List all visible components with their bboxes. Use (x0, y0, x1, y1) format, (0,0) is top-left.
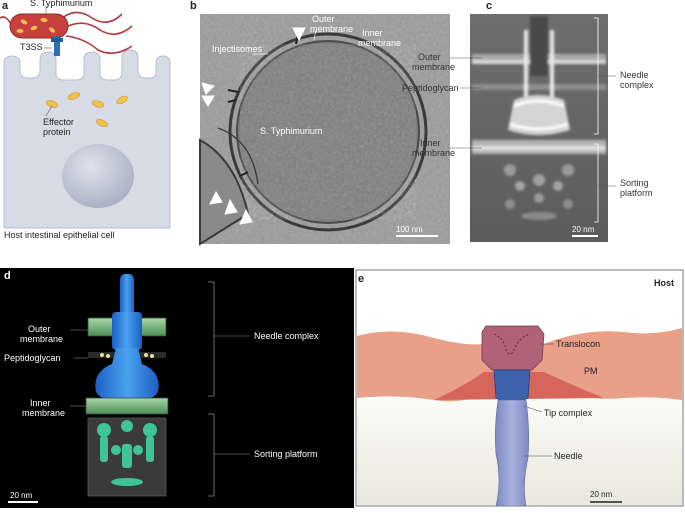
t3ss (54, 36, 60, 56)
panel-d: d (0, 268, 354, 508)
peptidoglycan-label: Peptidoglycan (4, 353, 61, 363)
effector-label-2: protein (43, 127, 71, 137)
outer-membrane-label-2: membrane (20, 334, 63, 344)
effector-protein (67, 92, 81, 100)
panel-a: a (0, 0, 180, 240)
scale-label: 20 nm (572, 225, 595, 234)
flagellum-2 (65, 22, 133, 35)
scale-label: 20 nm (10, 491, 33, 500)
panel-b: b (188, 0, 458, 248)
bacterium-label: S. Typhimurium (30, 0, 92, 8)
panel-e-schematic: e Host Translocon PM Tip complex Needle … (355, 269, 684, 507)
translocon (481, 325, 545, 371)
panel-d-model: Outer membrane Peptidoglycan Inner membr… (0, 268, 354, 508)
effector-protein (116, 95, 128, 105)
scale-label: 100 nm (396, 225, 423, 234)
inner-membrane-label-2: membrane (22, 408, 65, 418)
panel-b-label: b (190, 0, 197, 12)
host-cell-label: Host intestinal epithelial cell (4, 230, 115, 240)
panel-b-micrograph: Outer membrane Inner membrane Injectisom… (199, 14, 450, 246)
outer-membrane-label-1: Outer (28, 324, 51, 334)
outer-membrane-label-1: Outer (418, 52, 441, 62)
effector-protein (91, 100, 105, 108)
inner-membrane-label-2: membrane (412, 148, 455, 158)
panel-a-label: a (2, 0, 9, 12)
tip-complex-label: Tip complex (544, 408, 593, 418)
inner-membrane-label-1: Inner (420, 138, 441, 148)
inner-membrane-label-2: membrane (358, 38, 401, 48)
panel-a-diagram: S. Typhimurium T3SS Effector protein Hos… (0, 0, 171, 240)
bacterium-label: S. Typhimurium (260, 126, 322, 136)
needle (495, 399, 529, 507)
outer-membrane-label-2: membrane (412, 62, 455, 72)
t3ss-label: T3SS (20, 42, 43, 52)
panel-e: e Host Translocon PM Tip complex Needle … (354, 268, 685, 508)
outer-membrane-label-1: Outer (312, 14, 335, 24)
panel-e-label: e (358, 273, 364, 285)
sorting-platform-label: Sorting platform (254, 449, 318, 459)
needle-complex-label: Needle complex (254, 331, 319, 341)
sorting-platform-label-2: platform (620, 188, 653, 198)
effector-label-1: Effector (43, 117, 74, 127)
flagellum-1 (59, 11, 123, 23)
translocon-label: Translocon (556, 339, 600, 349)
nucleus (62, 144, 134, 208)
panel-c-tomogram: Outer membrane Peptidoglycan Inner membr… (402, 14, 654, 242)
panel-c: c (402, 0, 685, 248)
scale-label: 20 nm (590, 490, 613, 499)
needle-complex-label-1: Needle (620, 70, 649, 80)
needle (120, 274, 134, 324)
sorting-platform-label-1: Sorting (620, 178, 649, 188)
inner-membrane-label-1: Inner (30, 398, 51, 408)
bacterium-body (9, 13, 69, 39)
tip-complex (493, 369, 531, 403)
pm-label: PM (584, 366, 598, 376)
host-label: Host (654, 278, 674, 288)
needle-complex-label-2: complex (620, 80, 654, 90)
inner-membrane-label-1: Inner (362, 28, 383, 38)
panel-c-label: c (486, 0, 493, 12)
effector-protein (96, 118, 108, 128)
injectisomes-label: Injectisomes (212, 44, 263, 54)
panel-d-label: d (4, 270, 11, 282)
flagellum-3 (65, 35, 133, 54)
effector-protein (45, 100, 59, 108)
peptidoglycan-label: Peptidoglycan (402, 83, 459, 93)
needle-label: Needle (554, 451, 583, 461)
outer-membrane-label-2: membrane (310, 24, 353, 34)
